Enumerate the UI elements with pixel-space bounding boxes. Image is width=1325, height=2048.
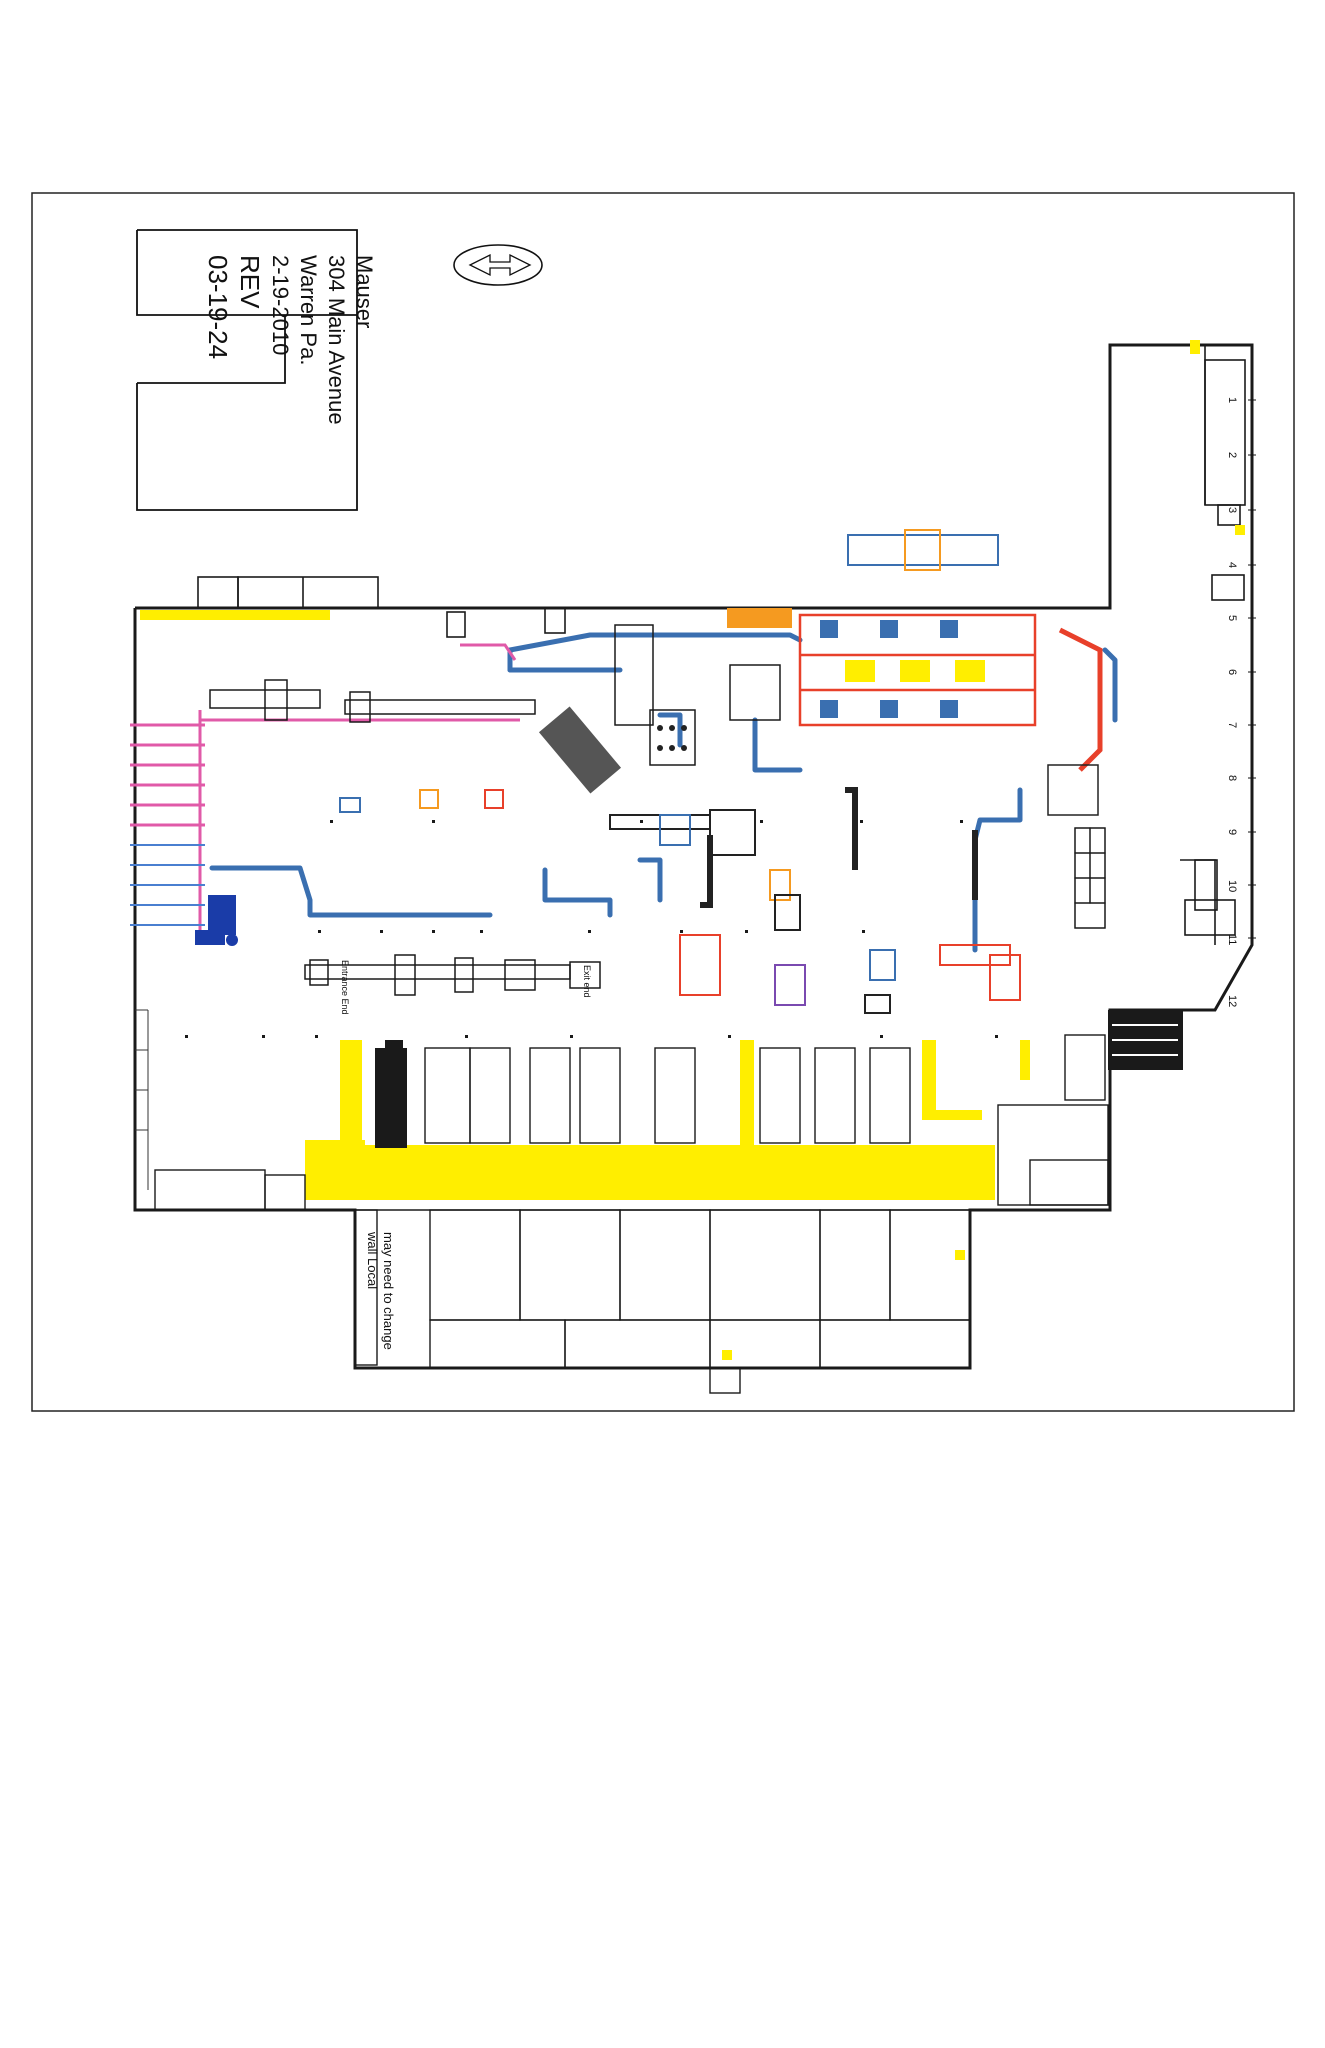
wall-note-line-2: wall Local xyxy=(365,1232,380,1290)
column-number: 9 xyxy=(1226,829,1238,836)
cell-circles xyxy=(657,725,687,751)
entrance-end-label: Entrance End xyxy=(340,960,350,1015)
column-number: 3 xyxy=(1226,507,1238,514)
wall-note-line-1: may need to change xyxy=(381,1232,396,1350)
angled-conveyor xyxy=(538,706,622,794)
yellow-zones xyxy=(140,340,1245,1360)
column-number: 6 xyxy=(1226,669,1238,676)
orange-unit xyxy=(727,608,792,628)
column-ticks xyxy=(1248,399,1256,939)
conveyors-blue xyxy=(209,632,1118,953)
column-number: 7 xyxy=(1226,722,1238,729)
left-wall-units xyxy=(135,1009,149,1190)
mid-equipment xyxy=(339,789,1021,1014)
column-number: 10 xyxy=(1226,880,1238,893)
navy-machine xyxy=(195,895,238,946)
conveyors-pink xyxy=(130,643,520,940)
east-rooms xyxy=(997,1034,1109,1206)
robot-loop xyxy=(1058,627,1103,772)
machine-line-1 xyxy=(209,679,536,723)
black-rack-top xyxy=(385,1040,403,1052)
revision-date: 03-19-24 xyxy=(203,255,233,360)
storage-racks xyxy=(424,1047,911,1144)
company-name: Mauser xyxy=(352,255,377,329)
building-walls xyxy=(133,343,1254,1370)
column-number: 12 xyxy=(1226,995,1238,1008)
cell-cluster xyxy=(614,624,781,766)
dark-conveyor xyxy=(700,787,978,908)
drawing-date: 2-19-2010 xyxy=(268,255,293,356)
robot-cell xyxy=(798,613,1037,727)
column-number: 5 xyxy=(1226,615,1238,622)
bin-grid xyxy=(1074,827,1106,929)
column-number: 11 xyxy=(1226,934,1238,946)
street-address: 304 Main Avenue xyxy=(324,255,349,425)
east-wing xyxy=(1180,345,1246,945)
machine-line-2 xyxy=(304,954,601,996)
column-dots xyxy=(185,820,998,1038)
drawing-border xyxy=(31,192,1295,1412)
north-arrow-icon xyxy=(453,244,543,286)
site-key xyxy=(136,229,358,511)
lower-offices xyxy=(154,1169,971,1394)
column-number: 1 xyxy=(1226,397,1238,404)
conveyors-blue-left xyxy=(130,844,205,926)
loading-station xyxy=(847,529,999,571)
robot-pads xyxy=(845,660,985,682)
column-number: 2 xyxy=(1226,452,1238,459)
column-number: 8 xyxy=(1226,775,1238,782)
title-block: Mauser 304 Main Avenue Warren Pa. 2-19-2… xyxy=(202,255,378,425)
black-rack xyxy=(375,1048,407,1148)
revision-label: REV xyxy=(235,255,265,309)
wall-note: may need to change wall Local xyxy=(364,1232,396,1350)
top-rooms xyxy=(197,576,566,638)
city-state: Warren Pa. xyxy=(296,255,321,366)
robot-units xyxy=(820,620,958,718)
right-tank xyxy=(1047,764,1099,816)
column-number: 4 xyxy=(1226,562,1238,569)
exit-end-label: Exit end xyxy=(582,965,592,998)
